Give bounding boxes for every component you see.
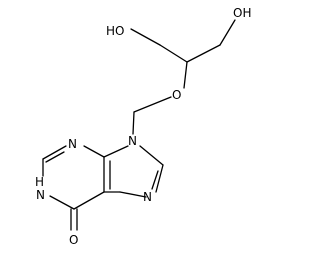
atom-labels: HO OH O N N N H N O (35, 6, 251, 247)
bond-n3-c2-double (45, 151, 65, 163)
chemical-structure: HO OH O N N N H N O (35, 6, 251, 247)
bond-n1-c6 (49, 195, 75, 210)
bond-ether-o-ch2 (133, 96, 172, 113)
atom-ether-o: O (172, 88, 181, 102)
pyrimidine-ring-bonds (42, 145, 121, 231)
atom-n7: N (143, 190, 152, 204)
bond-c8-n7 (155, 164, 164, 193)
bond-ch2-n9 (132, 111, 135, 135)
atom-ho-left: HO (106, 24, 124, 38)
atom-n1-h: H (35, 175, 44, 189)
imidazole-ring-bonds (103, 145, 164, 198)
bond-n3-c2 (42, 145, 67, 160)
atom-oh-right: OH (233, 6, 251, 20)
bond-c4-n3 (83, 145, 105, 158)
atom-n1: N (36, 188, 45, 202)
bond-c8-n7-double (151, 170, 159, 190)
bond-n9-c8 (139, 145, 164, 166)
bond-n7-c5 (119, 191, 147, 198)
bond-ch2-right-oh (219, 19, 236, 46)
side-chain-bonds (130, 19, 236, 135)
bond-ch-ch2-right (186, 44, 221, 63)
atom-carbonyl-o: O (69, 233, 78, 247)
bond-c6-c5 (73, 191, 105, 210)
atom-n9: N (128, 134, 137, 148)
atom-n3: N (68, 137, 77, 151)
bond-ho-ch2-left (130, 28, 161, 46)
bond-ch2-left-ch (159, 44, 188, 63)
bond-ch-ether-o (183, 61, 188, 89)
bond-c4-n9 (103, 145, 129, 158)
